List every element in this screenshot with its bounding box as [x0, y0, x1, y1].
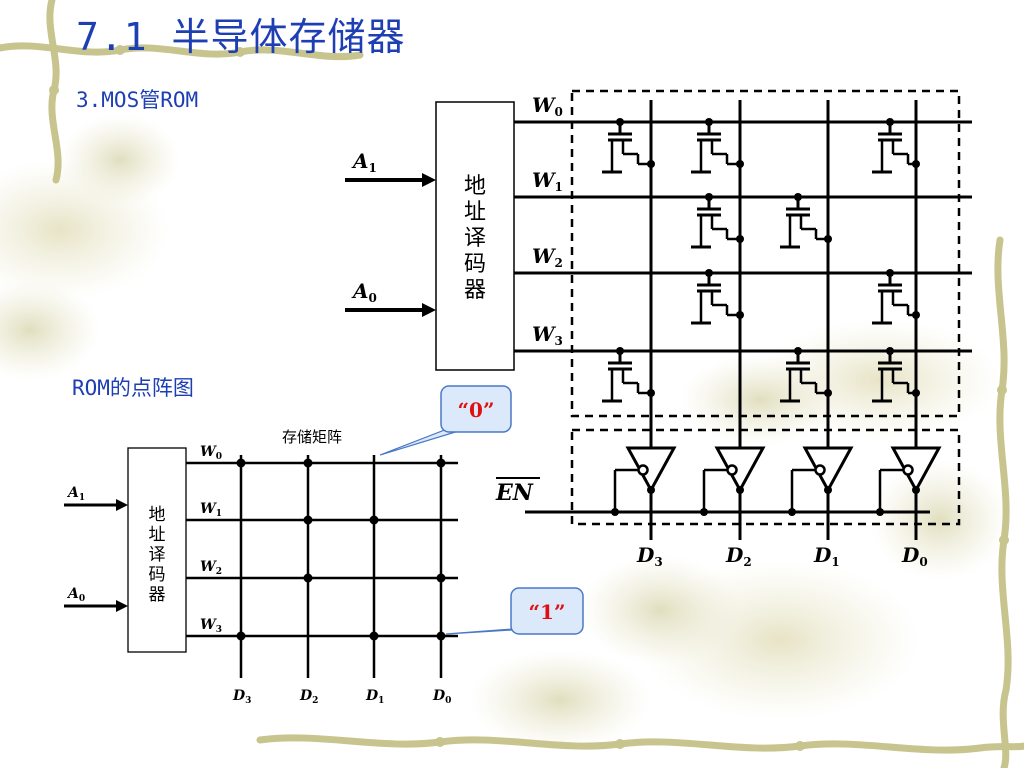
- word-line-label: W1: [532, 168, 563, 194]
- stored-one-dot: [369, 515, 379, 525]
- storage-matrix-dashed-box: [570, 89, 961, 418]
- decoder-label-char: 地: [464, 174, 486, 199]
- vine-buds: [49, 45, 1009, 751]
- address-input-arrow: [422, 173, 436, 187]
- address-input-arrow: [422, 303, 436, 317]
- small-word-line-label: W3: [200, 617, 222, 635]
- mos-transistor: [691, 193, 744, 249]
- small-word-line-label: W1: [200, 501, 222, 519]
- data-output-label: D3: [636, 543, 663, 569]
- small-address-input-arrow: [116, 600, 128, 612]
- mos-transistor: [602, 347, 655, 403]
- small-data-output-label: D1: [365, 688, 384, 706]
- mos-transistor: [691, 118, 744, 174]
- small-decoder-label-char: 地: [149, 505, 166, 525]
- slide-subtitle: 3.MOS管ROM: [76, 88, 199, 112]
- callout-text: “0”: [458, 398, 495, 422]
- mos-transistor: [691, 269, 744, 325]
- mos-transistor: [872, 118, 920, 174]
- mos-transistor: [872, 347, 920, 403]
- small-decoder-label-char: 器: [149, 585, 166, 605]
- decoder-label-char: 译: [464, 226, 486, 251]
- callout-one: “1”: [445, 587, 584, 635]
- stored-one-dot: [236, 458, 246, 468]
- small-data-output-label: D0: [432, 688, 451, 706]
- decoder-label-char: 码: [464, 252, 486, 277]
- mos-transistor: [872, 269, 920, 325]
- dot-matrix-caption: ROM的点阵图: [72, 376, 194, 400]
- small-word-line-label: W0: [200, 444, 222, 462]
- callout-zero: “0”: [379, 385, 512, 456]
- decoder-label-char: 器: [464, 278, 486, 303]
- data-output-label: D1: [813, 543, 840, 569]
- storage-matrix-label: 存储矩阵: [282, 428, 342, 446]
- small-address-input-arrow: [116, 499, 128, 511]
- small-data-output-label: D3: [232, 688, 251, 706]
- small-data-output-label: D2: [299, 688, 318, 706]
- stored-one-dot: [436, 573, 446, 583]
- mos-transistor: [780, 347, 832, 403]
- word-line-label: W2: [532, 244, 563, 270]
- stored-one-dot: [436, 458, 446, 468]
- small-decoder-box: [127, 447, 187, 653]
- stored-one-dot: [369, 631, 379, 641]
- decoder-label-char: 址: [464, 200, 486, 225]
- tri-state-buffer: [876, 446, 942, 540]
- tri-state-buffer: [700, 446, 766, 540]
- small-decoder-label-char: 译: [149, 545, 166, 565]
- callout-text: “1”: [529, 600, 566, 624]
- word-line-label: W3: [532, 322, 563, 348]
- output-buffer-dashed-box: [570, 428, 961, 526]
- address-input-label: A1: [351, 149, 377, 175]
- small-word-line-label: W2: [200, 559, 222, 577]
- tri-state-buffer: [611, 446, 677, 540]
- stored-one-dot: [436, 631, 446, 641]
- tri-state-buffer: [788, 446, 854, 540]
- address-input-label: A0: [351, 279, 377, 305]
- slide-title: 7.1 半导体存储器: [76, 15, 406, 59]
- stored-one-dot: [236, 631, 246, 641]
- mos-transistor: [602, 118, 655, 174]
- small-address-label: A1: [66, 485, 85, 503]
- data-output-label: D2: [725, 543, 752, 569]
- enable-label: EN: [495, 480, 534, 506]
- data-output-label: D0: [901, 543, 928, 569]
- word-line-label: W0: [532, 93, 563, 119]
- stored-one-dot: [303, 573, 313, 583]
- small-decoder-label-char: 址: [149, 525, 166, 545]
- address-decoder-box: [435, 101, 515, 371]
- mos-transistor: [780, 193, 832, 249]
- stored-one-dot: [303, 458, 313, 468]
- small-address-label: A0: [66, 586, 85, 604]
- small-decoder-label-char: 码: [149, 565, 166, 585]
- stored-one-dot: [303, 515, 313, 525]
